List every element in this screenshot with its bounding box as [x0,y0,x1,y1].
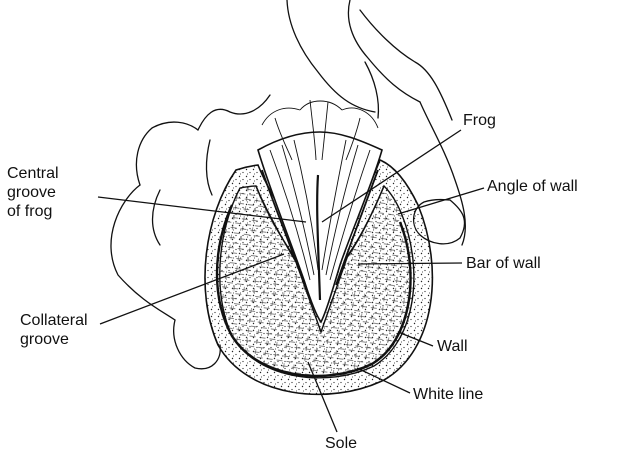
label-central-groove-line-2: groove [7,183,59,202]
label-collateral-groove-line-2: groove [20,330,88,349]
label-collateral-groove: Collateral groove [20,311,88,349]
label-bar-of-wall-text: Bar of wall [466,255,541,272]
label-central-groove-line-1: Central [7,164,59,183]
label-sole-text: Sole [325,435,357,452]
label-angle-of-wall: Angle of wall [487,177,578,196]
label-white-line-text: White line [413,386,483,403]
label-bar-of-wall: Bar of wall [466,254,541,273]
label-collateral-groove-line-1: Collateral [20,311,88,330]
label-white-line: White line [413,385,483,404]
label-wall: Wall [437,337,468,356]
label-angle-of-wall-text: Angle of wall [487,178,578,195]
label-central-groove-line-3: of frog [7,202,59,221]
label-central-groove: Central groove of frog [7,164,59,221]
label-wall-text: Wall [437,338,468,355]
label-frog: Frog [463,111,496,130]
label-sole: Sole [325,434,357,453]
label-frog-text: Frog [463,112,496,129]
